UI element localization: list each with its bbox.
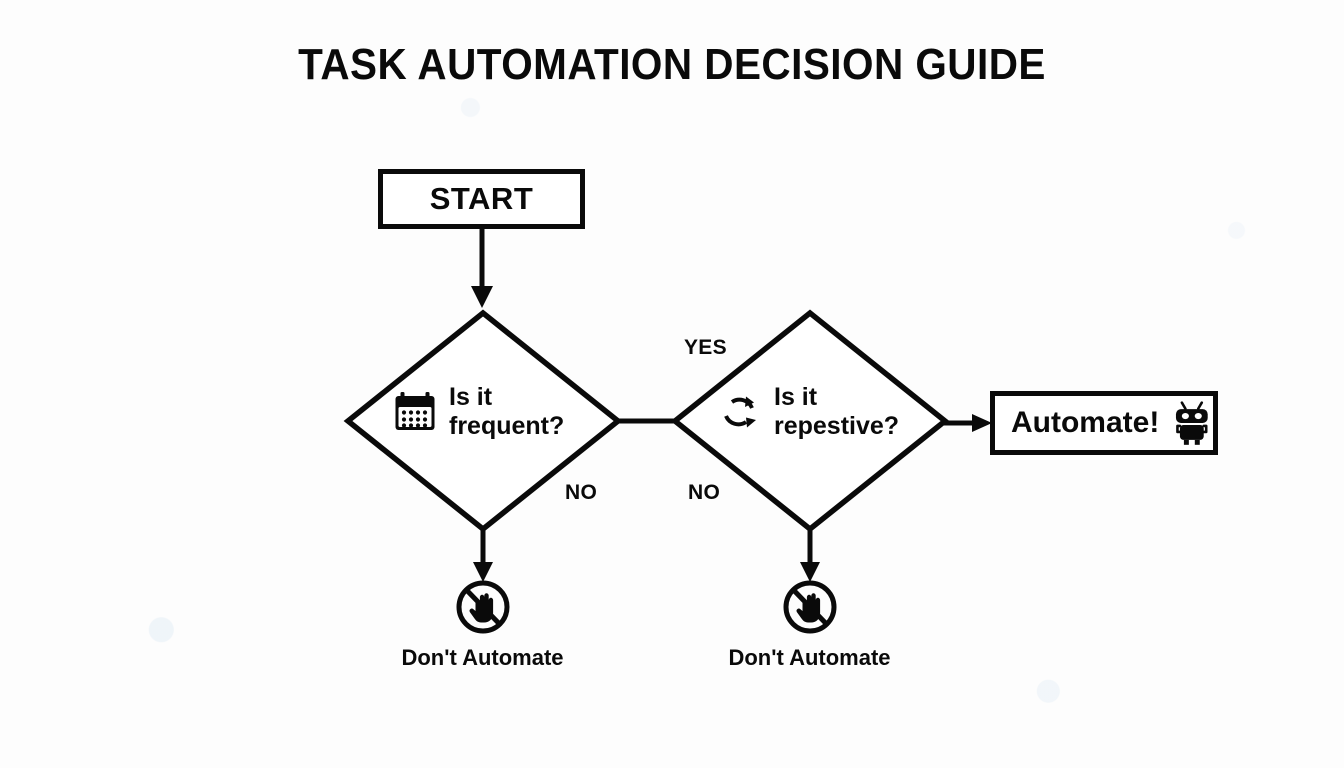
decision-frequent-line2: frequent? (449, 411, 565, 440)
outcome-dont-automate-left-label: Don't Automate (401, 645, 564, 670)
decision-frequent-text: Is it frequent? (449, 383, 564, 440)
outcome-automate-label: Automate! (1011, 406, 1160, 439)
page-title: TASK AUTOMATION DECISION GUIDE (298, 40, 1046, 89)
outcome-dont-automate-left[interactable]: Don't Automate (380, 578, 585, 671)
outcome-automate[interactable]: Automate! (990, 391, 1218, 455)
decision-repetitive-text: Is it repestive? (774, 383, 899, 440)
edge-label-no-right: NO (688, 481, 721, 504)
repeat-cycle-icon (724, 396, 756, 427)
connector-repetitive-no-to-dont-automate (800, 530, 820, 582)
connector-start-to-frequent (471, 228, 493, 308)
connector-frequent-yes-to-repetitive (616, 418, 676, 424)
no-hand-icon (783, 580, 836, 634)
edge-label-yes: YES (684, 336, 727, 359)
outcome-dont-automate-right[interactable]: Don't Automate (707, 578, 912, 671)
decision-frequent-shape (343, 309, 623, 533)
decision-node-repetitive[interactable]: Is it repestive? (670, 309, 950, 533)
start-node[interactable]: START (378, 169, 585, 229)
connector-frequent-no-to-dont-automate (473, 530, 493, 582)
no-hand-icon (456, 580, 509, 634)
connector-repetitive-to-automate (944, 414, 992, 432)
decision-repetitive-line2: repestive? (774, 411, 900, 440)
start-node-label: START (429, 181, 534, 216)
robot-icon (1176, 401, 1209, 445)
decision-frequent-line1: Is it (449, 383, 493, 411)
decision-repetitive-line1: Is it (774, 383, 818, 411)
decision-node-frequent[interactable]: Is it frequent? (343, 309, 623, 533)
decision-repetitive-shape (670, 309, 950, 533)
edge-label-no-left: NO (565, 481, 598, 504)
calendar-icon (395, 391, 435, 430)
outcome-dont-automate-right-label: Don't Automate (728, 645, 891, 670)
